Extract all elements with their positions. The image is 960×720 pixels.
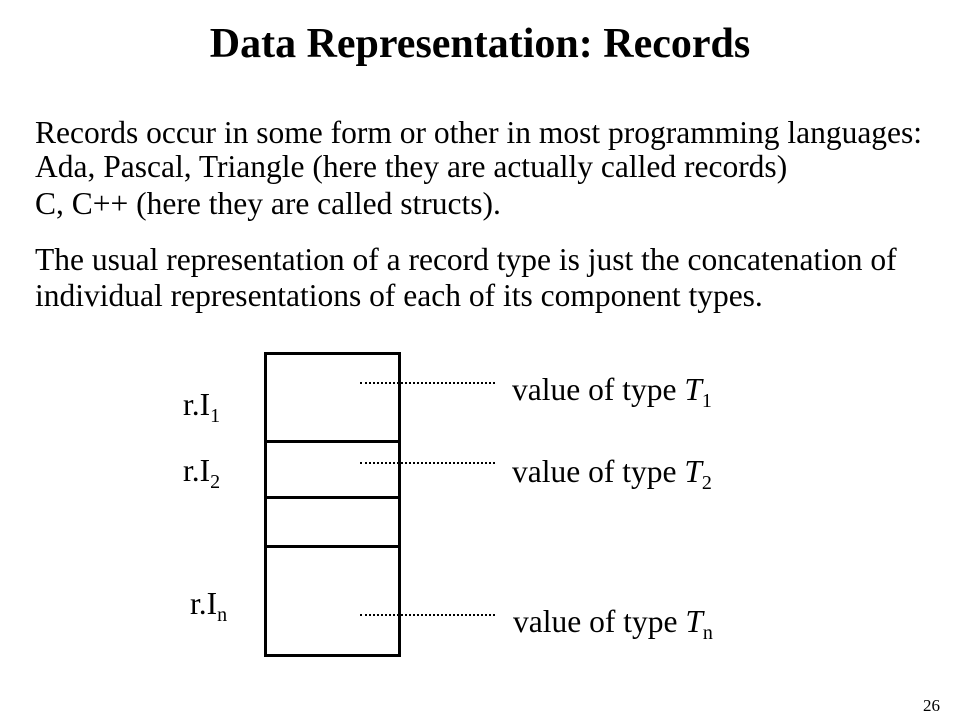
field-value-subscript: n bbox=[702, 622, 713, 644]
field-value-2: value of type T2 bbox=[512, 454, 712, 493]
field-value-1: value of type T1 bbox=[512, 372, 712, 411]
field-value-text: value of type bbox=[512, 372, 685, 407]
paragraph2-line-2: individual representations of each of it… bbox=[35, 278, 763, 313]
field-label-2: r.I2 bbox=[183, 453, 220, 492]
dotted-leader-2 bbox=[360, 462, 495, 464]
field-label-1: r.I1 bbox=[183, 387, 220, 426]
field-value-subscript: 2 bbox=[701, 472, 712, 494]
page-number: 26 bbox=[923, 696, 940, 715]
field-label-n: r.In bbox=[190, 586, 227, 625]
field-value-type: T bbox=[685, 604, 703, 639]
dotted-leader-1 bbox=[360, 382, 495, 384]
paragraph2-line-1: The usual representation of a record typ… bbox=[35, 242, 897, 277]
field-label-text: r.I bbox=[183, 387, 211, 422]
field-label-subscript: 1 bbox=[210, 405, 221, 427]
dotted-leader-n bbox=[360, 614, 495, 616]
field-value-n: value of type Tn bbox=[513, 604, 713, 643]
record-box bbox=[264, 352, 401, 657]
slide-title: Data Representation: Records bbox=[209, 21, 751, 67]
field-value-type: T bbox=[684, 372, 702, 407]
field-value-text: value of type bbox=[512, 454, 685, 489]
field-label-subscript: 2 bbox=[210, 471, 221, 493]
field-cell-n bbox=[267, 548, 398, 654]
field-label-text: r.I bbox=[183, 453, 211, 488]
paragraph1-line-1: Records occur in some form or other in m… bbox=[35, 115, 923, 150]
paragraph1-line-3: C, C++ (here they are called structs). bbox=[35, 186, 501, 221]
field-value-type: T bbox=[684, 454, 702, 489]
field-cell-2 bbox=[267, 443, 398, 499]
field-label-subscript: n bbox=[217, 604, 228, 626]
field-cell-gap bbox=[267, 499, 398, 548]
field-value-text: value of type bbox=[513, 604, 686, 639]
field-label-text: r.I bbox=[190, 586, 218, 621]
field-cell-1 bbox=[267, 355, 398, 443]
field-value-subscript: 1 bbox=[701, 390, 712, 412]
paragraph1-line-2: Ada, Pascal, Triangle (here they are act… bbox=[35, 149, 788, 184]
